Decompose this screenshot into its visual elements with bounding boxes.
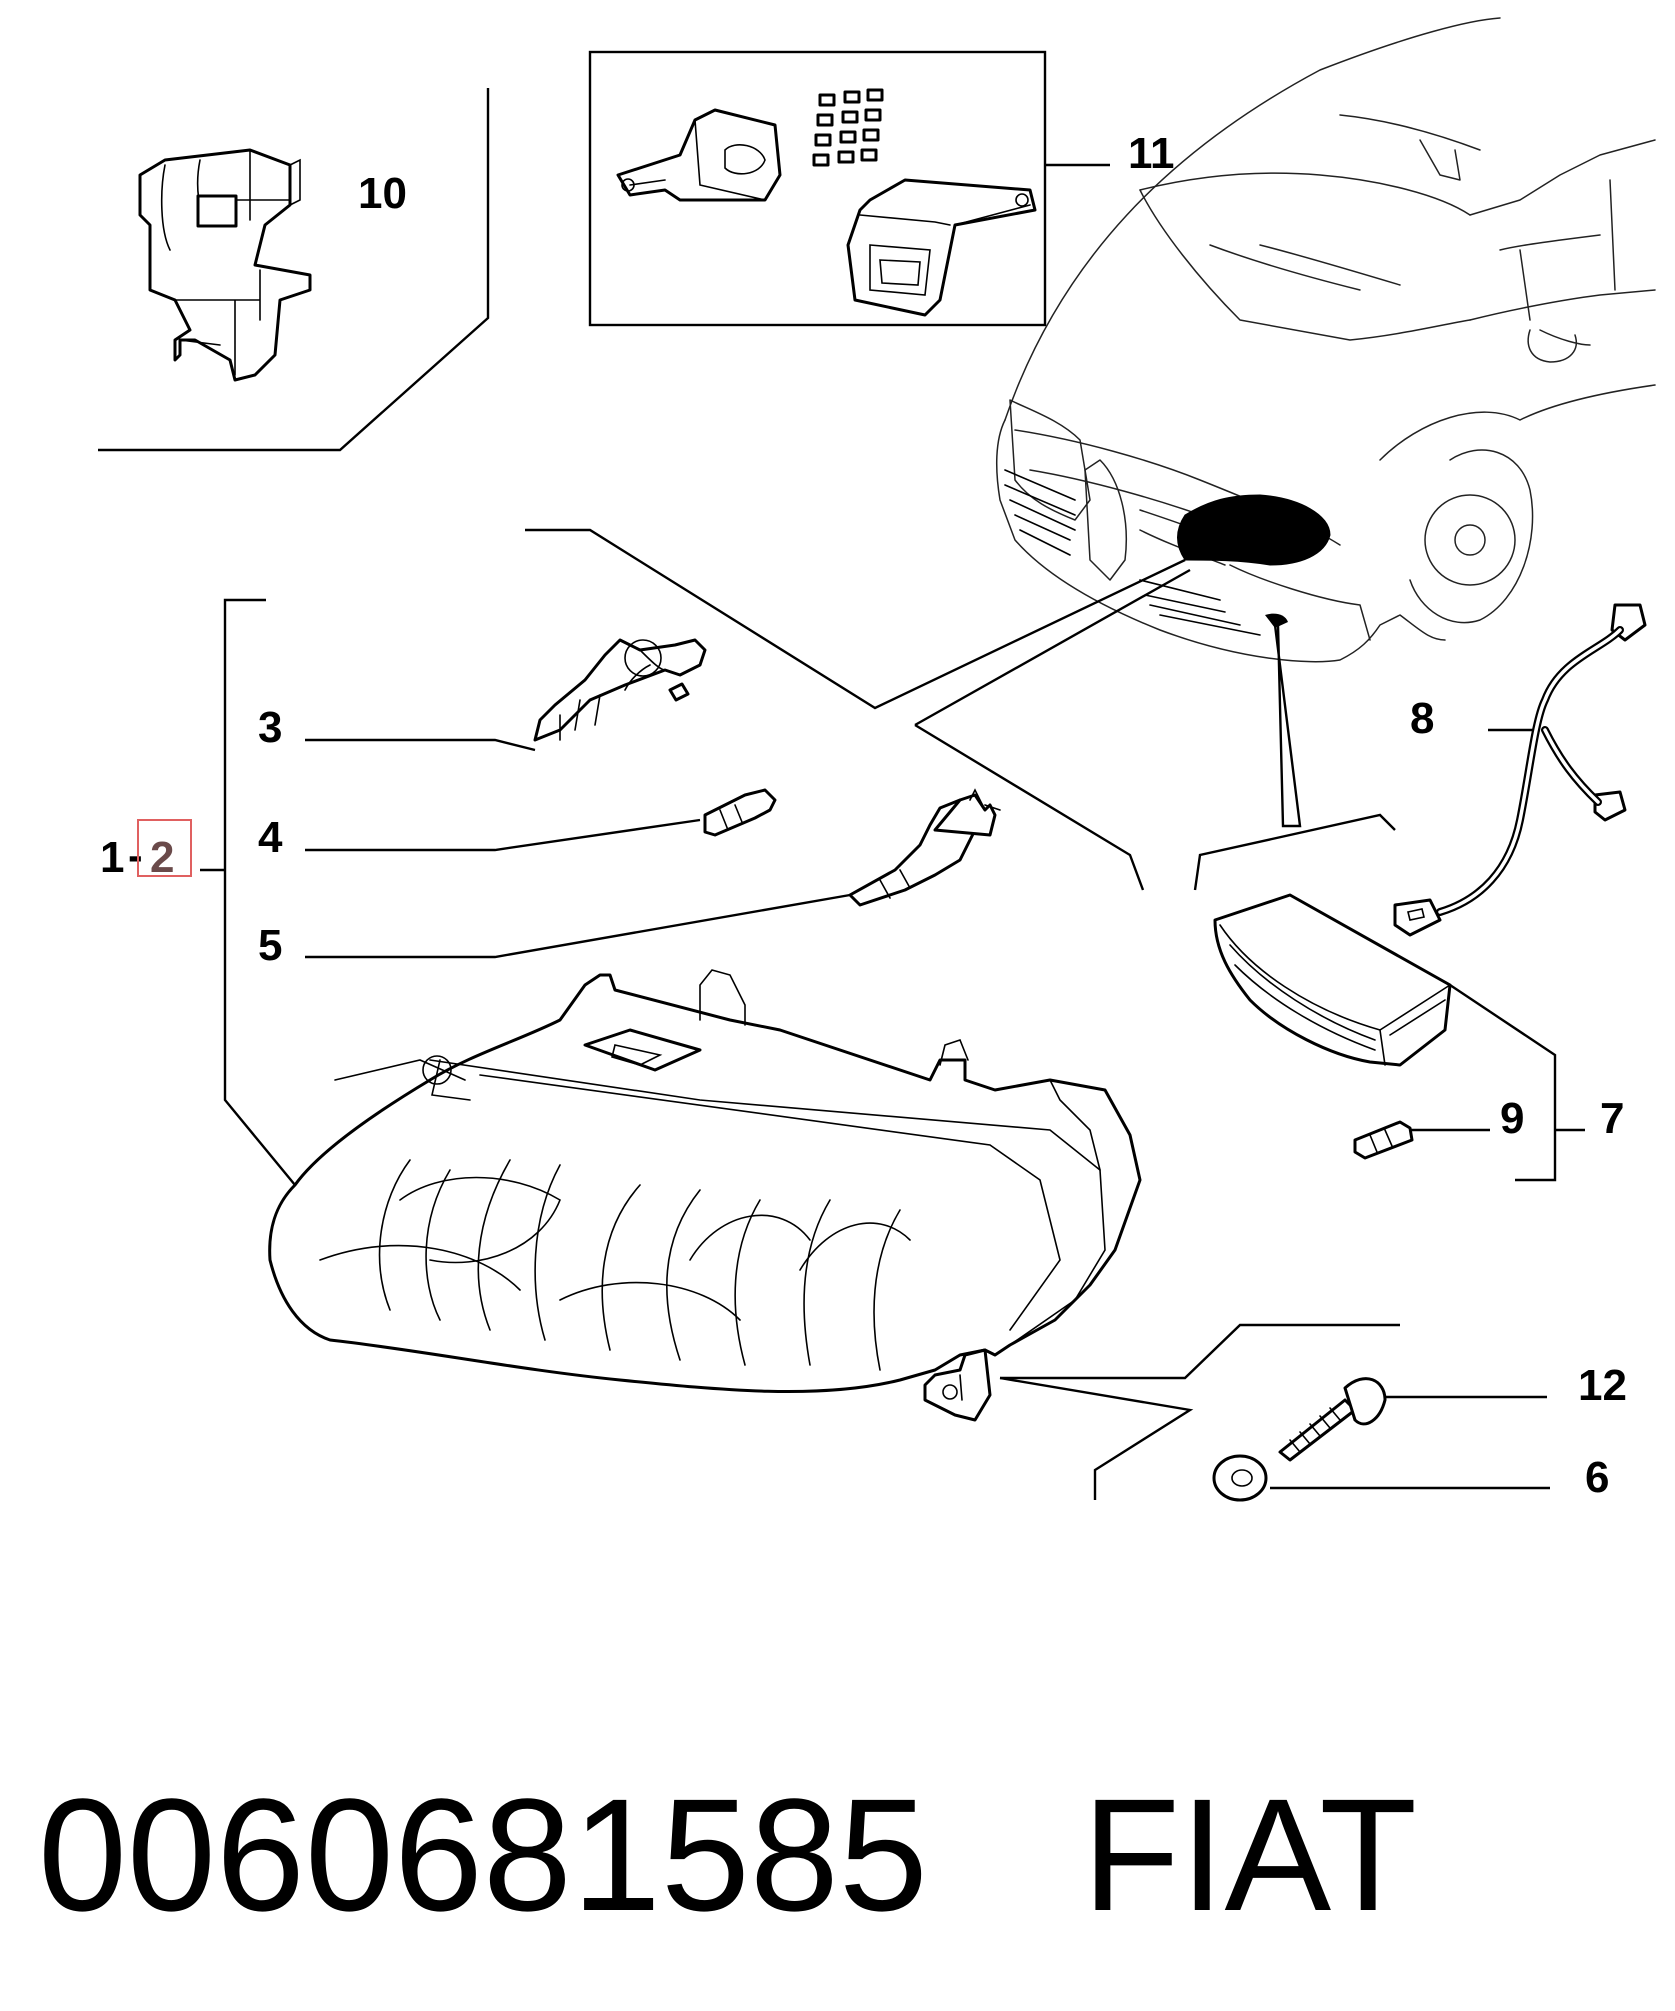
part-number: 0060681585: [38, 1765, 928, 1944]
car-illustration: [995, 17, 1656, 663]
callout-10: 10: [358, 169, 407, 218]
side-indicator-part-7: [1213, 893, 1452, 1067]
headlight-location: [1177, 494, 1331, 566]
bracket-kit-part-11: [588, 50, 1110, 327]
callout-5: 5: [258, 921, 282, 970]
washer-part-6: [1212, 1454, 1268, 1502]
screw-part-12: [1278, 1377, 1387, 1462]
bulb-part-4: [703, 788, 777, 837]
callout-separator: -: [128, 831, 143, 880]
callout-11: 11: [1128, 129, 1175, 178]
bracket-part-10: [98, 88, 490, 452]
grille-mesh: [1004, 469, 1261, 636]
headlight-assembly-part-1: [268, 969, 1142, 1422]
screws-icon: [812, 88, 884, 167]
callout-6: 6: [1585, 1453, 1609, 1502]
callout-4: 4: [258, 813, 283, 862]
bulb-part-5: [848, 788, 1001, 907]
callout-2-highlight: [137, 819, 192, 877]
callout-12: 12: [1578, 1361, 1627, 1410]
leader-lines: [200, 528, 1585, 1500]
callout-1: 1: [100, 833, 124, 882]
callout-7: 7: [1600, 1094, 1624, 1143]
bulb-part-9: [1353, 1120, 1414, 1160]
callout-9: 9: [1500, 1094, 1524, 1143]
footer-caption: 0060681585 FIAT: [38, 1755, 1417, 1955]
callout-3: 3: [258, 703, 282, 752]
callout-2: 2: [150, 833, 174, 882]
bulb-part-3: [533, 638, 707, 742]
callout-8: 8: [1410, 694, 1434, 743]
brand-name: FIAT: [1082, 1765, 1418, 1944]
wiring-harness-part-8: [1393, 603, 1647, 937]
